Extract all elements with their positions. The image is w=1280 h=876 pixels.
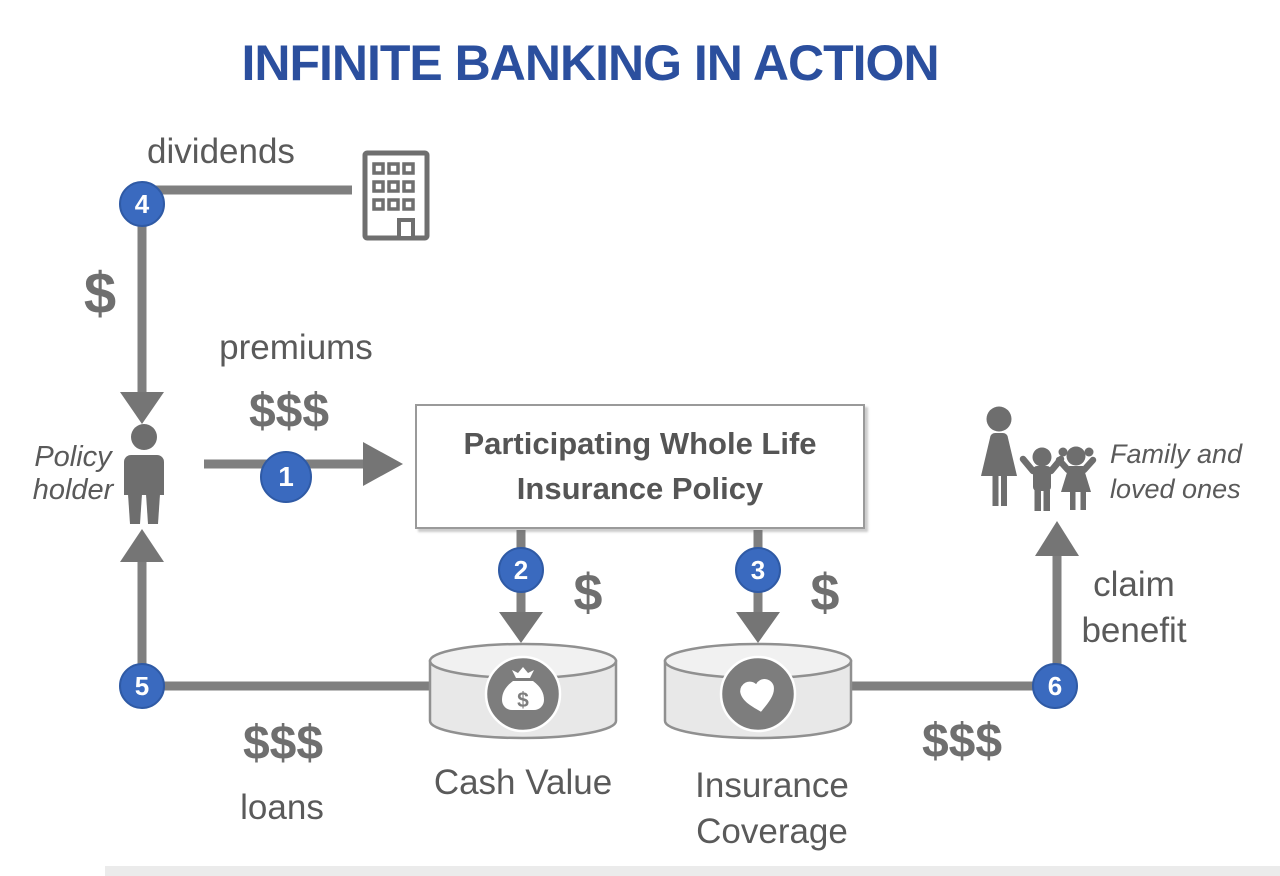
building-icon xyxy=(362,150,430,241)
claim-up-arrow xyxy=(1035,521,1079,666)
claim-benefit-label: claim benefit xyxy=(1081,565,1187,650)
step-circle-2: 2 xyxy=(498,547,544,593)
cash-value-dollar: $ xyxy=(573,564,603,622)
dividends-down-arrow xyxy=(120,222,164,424)
insurance-coverage-label: Insurance Coverage xyxy=(695,766,849,851)
svg-text:$: $ xyxy=(517,689,529,712)
dividends-label: dividends xyxy=(147,132,295,171)
bottom-strip-decoration xyxy=(105,866,1280,876)
step-circle-5: 5 xyxy=(119,663,165,709)
loans-up-arrow xyxy=(120,529,164,666)
premiums-dollars: $$$ xyxy=(248,385,330,438)
step-circle-6: 6 xyxy=(1032,663,1078,709)
family-label: Family and loved ones xyxy=(1110,439,1243,505)
person-icon xyxy=(124,424,164,524)
cash-value-label: Cash Value xyxy=(433,763,613,802)
loans-label: loans xyxy=(240,788,324,827)
loans-dollars: $$$ xyxy=(242,717,324,770)
money-bag-icon: $ xyxy=(484,655,562,733)
dividends-dollar: $ xyxy=(83,261,117,326)
step-circle-4: 4 xyxy=(119,181,165,227)
heart-icon xyxy=(719,655,797,733)
premiums-label: premiums xyxy=(219,328,373,367)
family-icon xyxy=(981,406,1097,511)
page-title: INFINITE BANKING IN ACTION xyxy=(241,35,939,91)
insurance-dollar: $ xyxy=(810,564,840,622)
policy-box: Participating Whole Life Insurance Polic… xyxy=(415,404,865,529)
policy-box-label: Participating Whole Life Insurance Polic… xyxy=(463,425,817,506)
policy-holder-label: Policy holder xyxy=(32,441,114,507)
step-circle-1: 1 xyxy=(260,451,312,503)
step-circle-3: 3 xyxy=(735,547,781,593)
claim-dollars: $$$ xyxy=(921,715,1003,768)
